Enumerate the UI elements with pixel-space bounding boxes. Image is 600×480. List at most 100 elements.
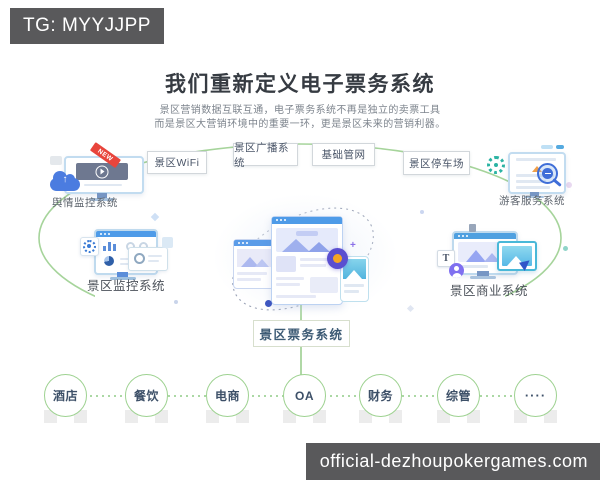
- circle-label: OA: [283, 374, 326, 417]
- mountain-shape: [466, 247, 486, 262]
- decor-dot: [420, 210, 424, 214]
- label-visitor-service: 游客服务系统: [499, 195, 565, 207]
- text-line: [148, 255, 162, 257]
- center-system-label: 景区票务系统: [253, 320, 350, 347]
- play-icon: [95, 165, 109, 178]
- browser-window-left: [233, 239, 277, 289]
- text-line: [276, 277, 304, 280]
- hero-pill: [296, 231, 318, 236]
- subtitle-line-1: 景区营销数据互联互通，电子票务系统不再是独立的卖票工具: [159, 105, 441, 116]
- gear-icon: [487, 156, 505, 174]
- mountain-shape: [282, 236, 310, 252]
- decor-dot: [174, 300, 178, 304]
- text-line: [276, 283, 300, 286]
- app-tile-deco: [162, 237, 173, 248]
- node-box-parking: 景区停车场: [403, 151, 470, 175]
- hero-image: [276, 228, 338, 252]
- decor-dot: [563, 246, 568, 251]
- window-dots: [238, 242, 240, 244]
- plus-deco: +: [350, 240, 356, 251]
- bottom-node-oa: OA: [283, 374, 327, 424]
- monitor-base: [90, 198, 114, 201]
- text-line: [300, 264, 326, 267]
- window-header: [234, 240, 276, 246]
- content-block: [310, 277, 338, 293]
- cloud-upload-icon: ↑: [50, 171, 80, 191]
- monitor-stand: [97, 193, 107, 198]
- content-block: [276, 256, 296, 272]
- text-line: [237, 272, 267, 275]
- window-dots: [458, 235, 460, 237]
- text-tool-icon: T: [437, 250, 455, 267]
- photo-card-icon: [497, 241, 537, 271]
- circle-label: 餐饮: [125, 374, 168, 417]
- window-header: [272, 217, 342, 224]
- pie-chart-icon: [104, 256, 114, 266]
- monitor-base: [470, 276, 496, 279]
- video-player-icon: [76, 163, 128, 180]
- mountain-shape: [346, 267, 362, 279]
- circle-label: 电商: [206, 374, 249, 417]
- donut-chart-icon: [134, 253, 145, 264]
- orbit-satellite-icon: [327, 248, 348, 269]
- bottom-node-dining: 餐饮: [125, 374, 169, 424]
- bar-chart-icon: [113, 244, 116, 251]
- circle-label: 综管: [437, 374, 480, 417]
- pill-deco: [541, 145, 553, 149]
- mountain-shape: [241, 254, 259, 267]
- mountain-shape: [484, 250, 500, 262]
- stamp-icon: [469, 224, 476, 232]
- watermark-top: TG: MYYJJPP: [10, 8, 164, 44]
- photo-thumbnail: [502, 246, 532, 266]
- monitor-stand: [477, 271, 489, 276]
- mountain-shape: [255, 256, 269, 267]
- orbit-dot: [265, 300, 272, 307]
- mountain-shape: [507, 253, 525, 266]
- decor-dot: [566, 182, 572, 188]
- text-line: [344, 290, 359, 293]
- monitor-base: [524, 196, 544, 198]
- text-line: [460, 265, 488, 268]
- bottom-node-finance: 财务: [359, 374, 403, 424]
- gear-card: [80, 237, 99, 256]
- label-opinion-monitoring: 舆情监控系统: [52, 197, 118, 209]
- address-bar: [516, 158, 556, 161]
- text-line: [300, 258, 330, 261]
- circle-label: ····: [514, 374, 557, 417]
- mountain-shape: [308, 239, 330, 252]
- watermark-bottom: official-dezhoupokergames.com: [305, 443, 600, 480]
- bar-chart-icon: [103, 246, 106, 251]
- window-header: [96, 231, 156, 237]
- text-line: [276, 295, 316, 298]
- circle-label: 财务: [359, 374, 402, 417]
- chat-bubble-icon: [50, 156, 62, 165]
- text-line: [516, 186, 550, 189]
- text-line: [516, 174, 554, 177]
- upload-arrow-icon: ↑: [62, 174, 68, 185]
- photo-thumbnail: [343, 259, 366, 279]
- window-dots: [100, 233, 102, 235]
- node-box-wifi: 景区WiFi: [147, 151, 207, 174]
- label-commercial: 景区商业系统: [449, 284, 528, 298]
- bar-chart-icon: [108, 242, 111, 251]
- bottom-node-hotel: 酒店: [44, 374, 88, 424]
- circle-label: 酒店: [44, 374, 87, 417]
- gear-icon: [82, 239, 96, 253]
- pill-deco: [556, 145, 564, 149]
- monitor-stand: [530, 192, 539, 196]
- bottom-node-more: ····: [514, 374, 558, 424]
- photo-thumbnail: [237, 249, 273, 267]
- text-line: [344, 284, 364, 287]
- stats-card: [128, 247, 168, 271]
- progress-bar: [84, 184, 122, 186]
- node-box-broadcast: 景区广播系统: [233, 142, 298, 169]
- label-surveillance: 景区监控系统: [86, 279, 165, 293]
- text-line: [148, 260, 159, 262]
- subtitle-line-2: 而是景区大营销环境中的重要一环，更是景区未来的营销利器。: [154, 119, 446, 130]
- node-box-network: 基础管网: [312, 143, 375, 166]
- monitor-stand: [117, 272, 128, 277]
- page-title: 我们重新定义电子票务系统: [165, 73, 435, 96]
- bottom-node-ecommerce: 电商: [206, 374, 250, 424]
- text-line: [516, 180, 546, 183]
